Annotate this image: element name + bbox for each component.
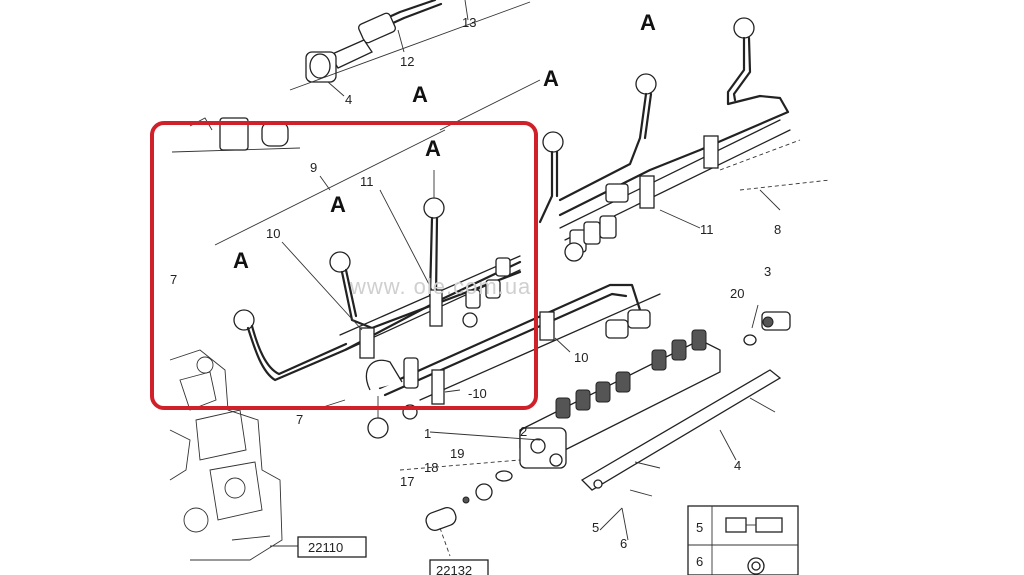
watermark: www. ole.com.ua — [349, 274, 531, 299]
view-mark-a: A — [330, 192, 346, 217]
callout-20: 20 — [730, 286, 744, 301]
leader-lines — [281, 170, 759, 541]
view-mark-a: A — [543, 66, 559, 91]
callout-12: 12 — [400, 54, 414, 69]
callout-10: 10 — [574, 350, 588, 365]
fuel-pump-body — [519, 309, 721, 469]
bracket-bar — [580, 369, 782, 497]
callout-19: 19 — [450, 446, 464, 461]
callout-5: 5 — [592, 520, 599, 535]
callout-11: 11 — [360, 174, 374, 189]
legend-table: 5 6 — [687, 505, 799, 575]
callout-7: 7 — [296, 412, 303, 427]
callout-13: 13 — [462, 15, 476, 30]
view-mark-a: A — [640, 10, 656, 35]
callout-1: 1 — [424, 426, 431, 441]
callout-18: 18 — [424, 460, 438, 475]
legend-row-5: 5 — [696, 520, 703, 535]
fittings-row — [171, 117, 301, 153]
callout-9: 9 — [310, 160, 317, 175]
pump-valves — [555, 329, 707, 419]
hose-assembly — [305, 0, 469, 97]
callout-10: -10 — [468, 386, 487, 401]
injection-pipes-right — [538, 17, 791, 262]
callout-4: 4 — [734, 458, 741, 473]
highlight-box — [150, 121, 538, 410]
callout-6: 6 — [620, 536, 627, 551]
callout-8: 8 — [774, 222, 781, 237]
bottom-fittings — [399, 459, 521, 557]
view-mark-a: A — [425, 136, 441, 161]
callout-labels: 13 12 4 9 11 10 7 7 10 -10 11 8 20 3 2 1… — [170, 15, 781, 551]
callout-11: 11 — [700, 222, 714, 237]
reference-box-22110: 22110 — [297, 536, 367, 558]
reference-22110: 22110 — [308, 540, 343, 555]
callout-10: 10 — [266, 226, 280, 241]
small-parts-right — [719, 139, 831, 346]
legend-row-6: 6 — [696, 554, 703, 569]
reference-22132: 22132 — [436, 563, 472, 575]
engine-block — [169, 349, 298, 561]
callout-7: 7 — [170, 272, 177, 287]
reference-box-22132: 22132 — [429, 559, 489, 575]
callout-3: 3 — [764, 264, 771, 279]
callout-17: 17 — [400, 474, 414, 489]
callout-4: 4 — [345, 92, 352, 107]
callout-2: 2 — [520, 424, 527, 439]
view-mark-a: A — [233, 248, 249, 273]
injection-pipes-left — [233, 197, 522, 382]
view-mark-a: A — [412, 82, 428, 107]
